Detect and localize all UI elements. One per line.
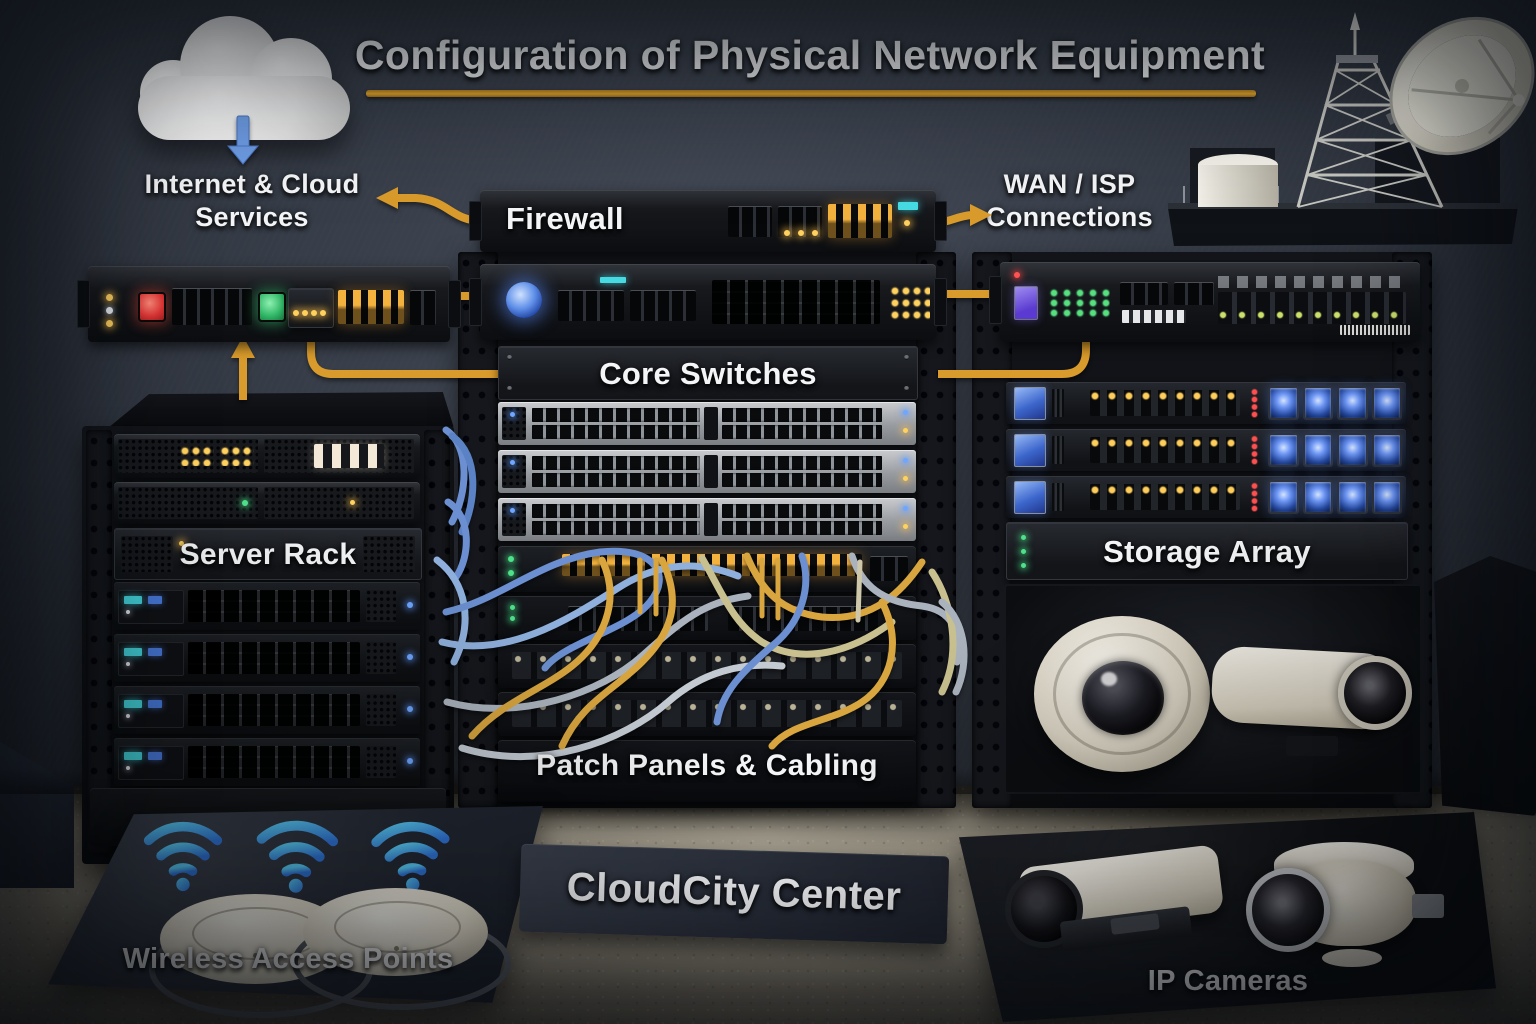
wireless-aps-label: Wireless Access Points [122,943,454,975]
wireless-ap-mat: Wireless Access Points [48,806,553,1019]
wifi-signal-icon [143,821,223,892]
camera-lens [1246,868,1330,952]
ip-camera-mat: IP Cameras [948,812,1496,1022]
patch-panels-label: Patch Panels & Cabling [536,749,878,782]
wireless-access-point [291,884,512,1011]
wifi-signal-icon [371,821,450,892]
site-name-label: CloudCity Center [566,865,902,919]
ip-camera-round [1236,838,1451,973]
wifi-signal-row [133,808,461,894]
site-name-plate: CloudCity Center [518,843,950,945]
ip-camera-bullet [1003,834,1238,969]
ip-cameras-label: IP Cameras [1147,965,1309,997]
patch-cables [433,426,968,761]
camera-clip [1412,894,1444,918]
